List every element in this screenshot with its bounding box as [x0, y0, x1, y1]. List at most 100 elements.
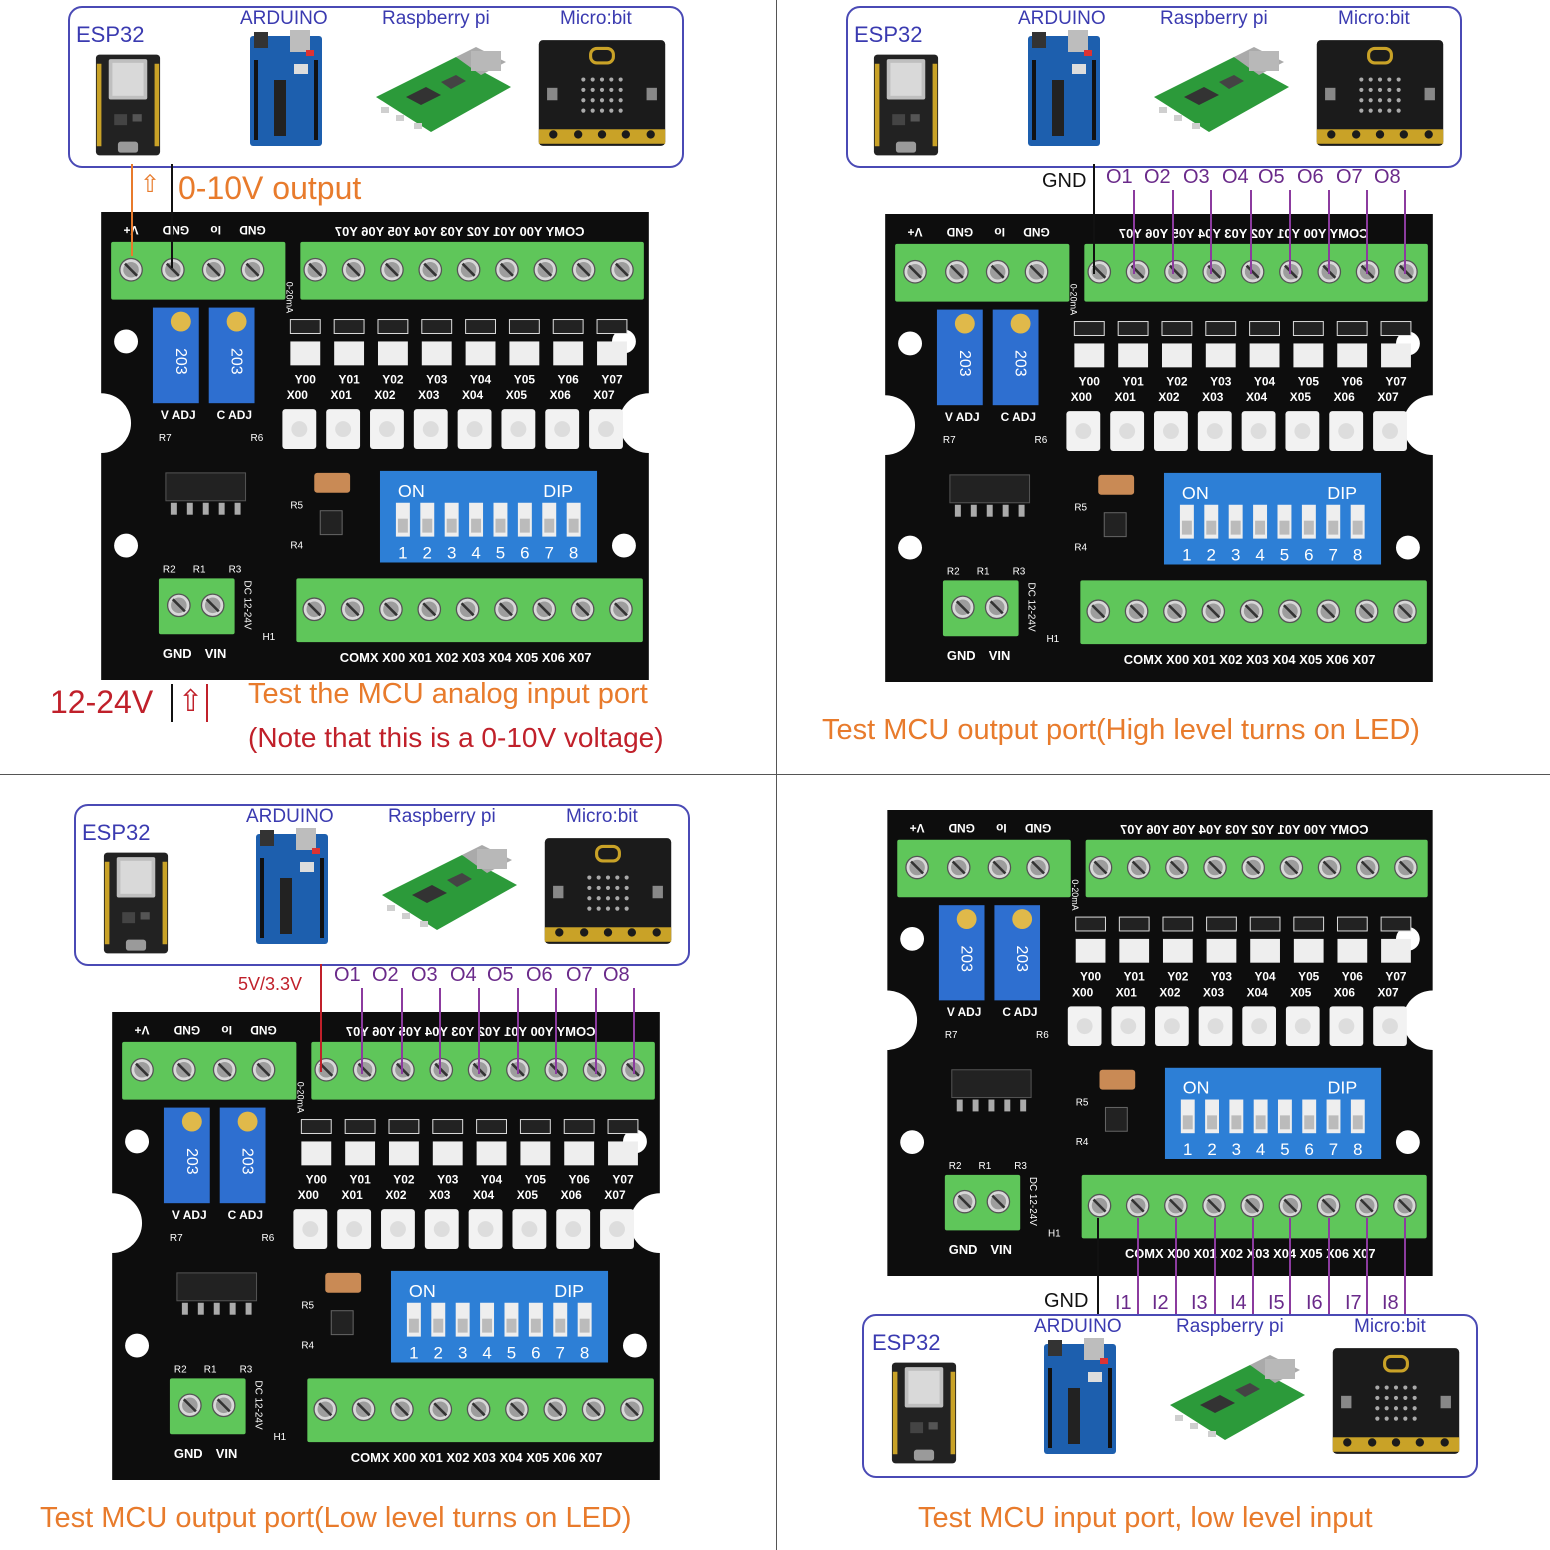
x-led-label: X01 — [342, 1188, 364, 1202]
terminal-block-analog — [111, 241, 286, 300]
x-led-label: X02 — [1159, 985, 1181, 999]
signal-wire — [1214, 1218, 1216, 1314]
component-label: R6 — [1035, 435, 1048, 446]
terminal-block-power — [942, 580, 1019, 637]
mounting-hole — [125, 1129, 150, 1154]
gnd-wire — [1093, 164, 1095, 274]
terminal-label: GND — [239, 223, 266, 237]
screw-terminal — [1025, 855, 1051, 880]
power-vin-label: VIN — [216, 1446, 238, 1461]
x-led-label: X00 — [1071, 390, 1093, 404]
terminal-label: GND — [946, 225, 973, 239]
potentiometer: 203 — [936, 309, 983, 406]
svg-text:5: 5 — [496, 544, 505, 563]
screw-terminal — [1087, 1193, 1112, 1219]
x-led-label: X02 — [385, 1188, 407, 1202]
component-label: R1 — [979, 1161, 992, 1172]
screw-terminal — [1239, 598, 1265, 624]
screw-terminal — [416, 596, 442, 622]
screw-terminal — [1239, 1193, 1265, 1219]
x-led-label: X02 — [1158, 390, 1180, 404]
svg-text:DIP: DIP — [1328, 1078, 1358, 1098]
y-led-label: Y07 — [601, 372, 623, 386]
capacitor — [325, 1272, 362, 1293]
terminal-label: V+ — [910, 821, 925, 835]
current-range-label: 0-20mA — [1070, 879, 1080, 910]
pin-label-i7: I7 — [1345, 1292, 1362, 1314]
signal-wire — [1328, 1218, 1330, 1314]
svg-text:ON: ON — [1182, 483, 1209, 503]
svg-text:1: 1 — [409, 1344, 418, 1363]
component-label: R4 — [301, 1341, 314, 1352]
svg-text:203: 203 — [1013, 945, 1030, 972]
y-led-label: Y06 — [1342, 970, 1364, 984]
screw-terminal — [944, 259, 970, 285]
screw-terminal — [609, 257, 635, 283]
screw-terminal — [1201, 1193, 1227, 1219]
svg-text:6: 6 — [1304, 546, 1313, 565]
y-led-label: Y02 — [393, 1172, 415, 1186]
screw-terminal — [902, 259, 928, 285]
screw-terminal — [542, 1396, 568, 1422]
indicator-led — [1117, 321, 1149, 368]
screw-terminal — [201, 257, 227, 283]
signal-wire — [1175, 1218, 1177, 1314]
x-led-label: X01 — [1116, 985, 1138, 999]
screw-terminal — [1162, 598, 1188, 624]
adjust-label: C ADJ — [217, 408, 252, 422]
component-label: R5 — [290, 501, 303, 512]
current-range-label: 0-20mA — [295, 1082, 305, 1113]
arduino-board-image — [242, 30, 330, 150]
raspberry-pi-board-image — [1144, 34, 1294, 150]
pin-label-i4: I4 — [1230, 1292, 1247, 1314]
component-label: H1 — [1046, 634, 1059, 645]
screw-terminal — [619, 1396, 645, 1422]
screw-terminal — [177, 1392, 203, 1418]
component-label: R7 — [945, 1030, 958, 1041]
svg-text:8: 8 — [1353, 1140, 1362, 1159]
signal-wire — [1289, 190, 1291, 274]
adjust-label: V ADJ — [172, 1208, 207, 1222]
y-led-label: Y05 — [1298, 374, 1320, 388]
potentiometer: 203 — [152, 307, 199, 404]
esp32-board-image — [86, 848, 186, 958]
screw-terminal — [302, 257, 328, 283]
pin-label-o8: O8 — [1374, 166, 1401, 188]
svg-text:203: 203 — [228, 348, 245, 375]
svg-text:5: 5 — [1280, 1140, 1289, 1159]
mcu-label-esp32: ESP32 — [854, 22, 923, 47]
component-label: H1 — [262, 632, 275, 643]
x-led-label: X04 — [1246, 390, 1268, 404]
potentiometer: 203 — [219, 1107, 266, 1204]
screw-terminal — [340, 596, 366, 622]
mcu-label-raspberry-pi: Raspberry pi — [1176, 1316, 1284, 1337]
screw-terminal — [171, 1057, 197, 1083]
mcu-label-arduino: ARDUINO — [246, 806, 334, 827]
svg-text:2: 2 — [1207, 1140, 1216, 1159]
ic-chip — [176, 1272, 258, 1302]
indicator-led — [465, 319, 496, 366]
adjust-label: C ADJ — [1002, 1005, 1037, 1019]
terminal-label: GND — [1023, 225, 1050, 239]
screw-terminal — [493, 596, 519, 622]
screw-terminal — [504, 1396, 530, 1422]
power-wire-vin — [206, 684, 208, 722]
mounting-hole — [1395, 535, 1420, 560]
x-led-label: X05 — [1290, 985, 1312, 999]
svg-text:7: 7 — [545, 544, 554, 563]
mcu-label-esp32: ESP32 — [82, 820, 151, 845]
component-label: R3 — [1014, 1161, 1027, 1172]
screw-terminal — [1088, 855, 1113, 880]
y-led-label: Y05 — [1298, 970, 1320, 984]
terminal-block-analog — [895, 243, 1070, 302]
screw-terminal — [1163, 259, 1189, 285]
signal-wire — [1366, 1218, 1368, 1314]
screw-terminal — [389, 1396, 415, 1422]
power-gnd-label: GND — [947, 648, 976, 663]
screw-terminal — [1355, 855, 1381, 880]
indicator-led — [1206, 916, 1237, 963]
screw-terminal — [570, 596, 596, 622]
